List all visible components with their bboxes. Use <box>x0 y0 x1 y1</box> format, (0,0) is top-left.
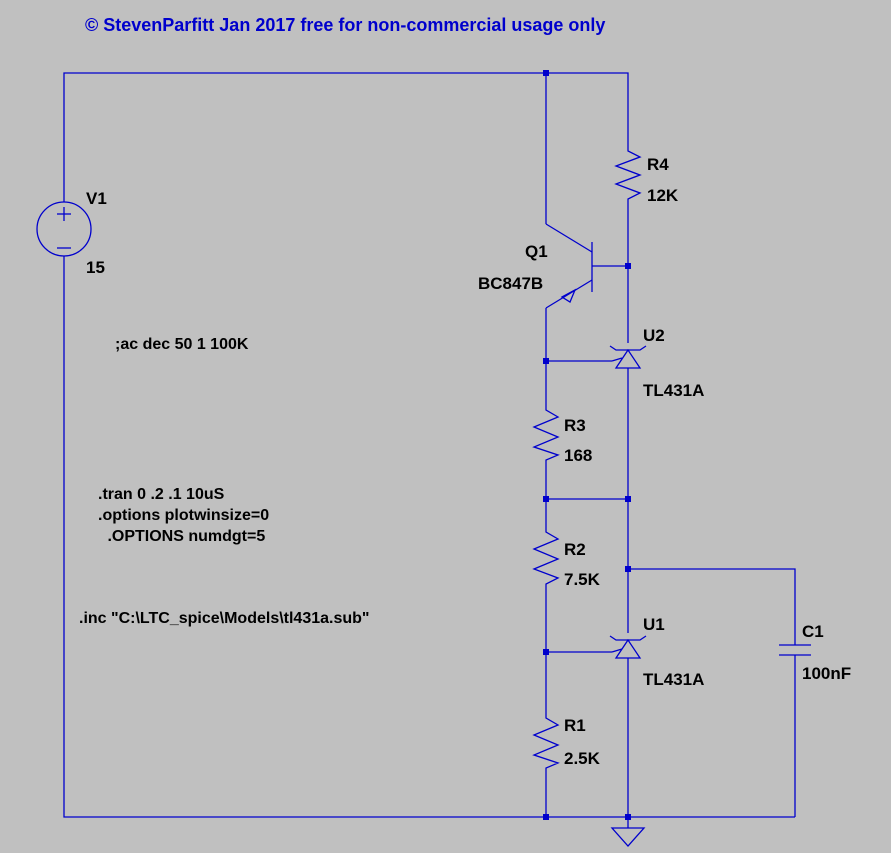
resistor-icon <box>614 148 642 204</box>
junction-dot <box>543 70 549 76</box>
c1-value-label: 100nF <box>802 664 851 683</box>
resistor-icon <box>532 713 560 770</box>
r2-resistor[interactable] <box>532 527 560 590</box>
shunt-regulator-icon <box>614 638 642 659</box>
v1-voltage-source[interactable] <box>36 201 92 257</box>
u2-value-label: TL431A <box>643 381 704 400</box>
junction-dot <box>543 649 549 655</box>
resistor-icon <box>532 527 560 590</box>
r4-ref-label: R4 <box>647 155 669 174</box>
r3-ref-label: R3 <box>564 416 586 435</box>
shunt-regulator-icon <box>614 348 642 369</box>
c1-ref-label: C1 <box>802 622 824 641</box>
ground-symbol-icon <box>610 827 646 847</box>
q1-transistor[interactable] <box>545 223 593 309</box>
ground-symbol[interactable] <box>610 827 646 847</box>
r1-ref-label: R1 <box>564 716 586 735</box>
junction-dot <box>543 814 549 820</box>
r1-value-label: 2.5K <box>564 749 601 768</box>
top-rail-wire <box>63 72 629 202</box>
junction-dot <box>625 814 631 820</box>
r4-resistor[interactable] <box>614 148 642 204</box>
junction-dot <box>543 496 549 502</box>
r1-resistor[interactable] <box>532 713 560 770</box>
r4-value-label: 12K <box>647 186 679 205</box>
c1-top-wire <box>628 568 796 645</box>
bottom-rail-wire <box>63 256 795 818</box>
r2-ref-label: R2 <box>564 540 586 559</box>
resistor-icon <box>532 405 560 462</box>
u1-shunt-regulator[interactable] <box>609 635 647 659</box>
u2-ref-label: U2 <box>643 326 665 345</box>
r3-value-label: 168 <box>564 446 592 465</box>
u1-value-label: TL431A <box>643 670 704 689</box>
c1-capacitor[interactable] <box>779 644 811 656</box>
include-directive[interactable]: .inc "C:\LTC_spice\Models\tl431a.sub" <box>79 610 370 627</box>
v1-value-label: 15 <box>86 258 105 277</box>
junction-dot <box>543 358 549 364</box>
junction-dot <box>625 496 631 502</box>
tran-directive[interactable]: .tran 0 .2 .1 10uS <box>98 486 225 503</box>
junction-dot <box>625 566 631 572</box>
voltage-source-icon <box>36 201 92 257</box>
r3-resistor[interactable] <box>532 405 560 462</box>
junction-dot <box>625 263 631 269</box>
junctions <box>543 70 631 820</box>
v1-ref-label: V1 <box>86 189 107 208</box>
r2-value-label: 7.5K <box>564 570 601 589</box>
u2-shunt-regulator[interactable] <box>609 345 647 369</box>
q1-ref-label: Q1 <box>525 242 548 261</box>
ac-directive[interactable]: ;ac dec 50 1 100K <box>115 336 249 353</box>
u1-ref-label: U1 <box>643 615 665 634</box>
wires <box>63 72 796 828</box>
options-numdgt-directive[interactable]: .OPTIONS numdgt=5 <box>103 528 265 545</box>
q1-value-label: BC847B <box>478 274 543 293</box>
options-plotwinsize-directive[interactable]: .options plotwinsize=0 <box>98 507 269 524</box>
copyright-title: © StevenParfitt Jan 2017 free for non-co… <box>85 15 605 35</box>
